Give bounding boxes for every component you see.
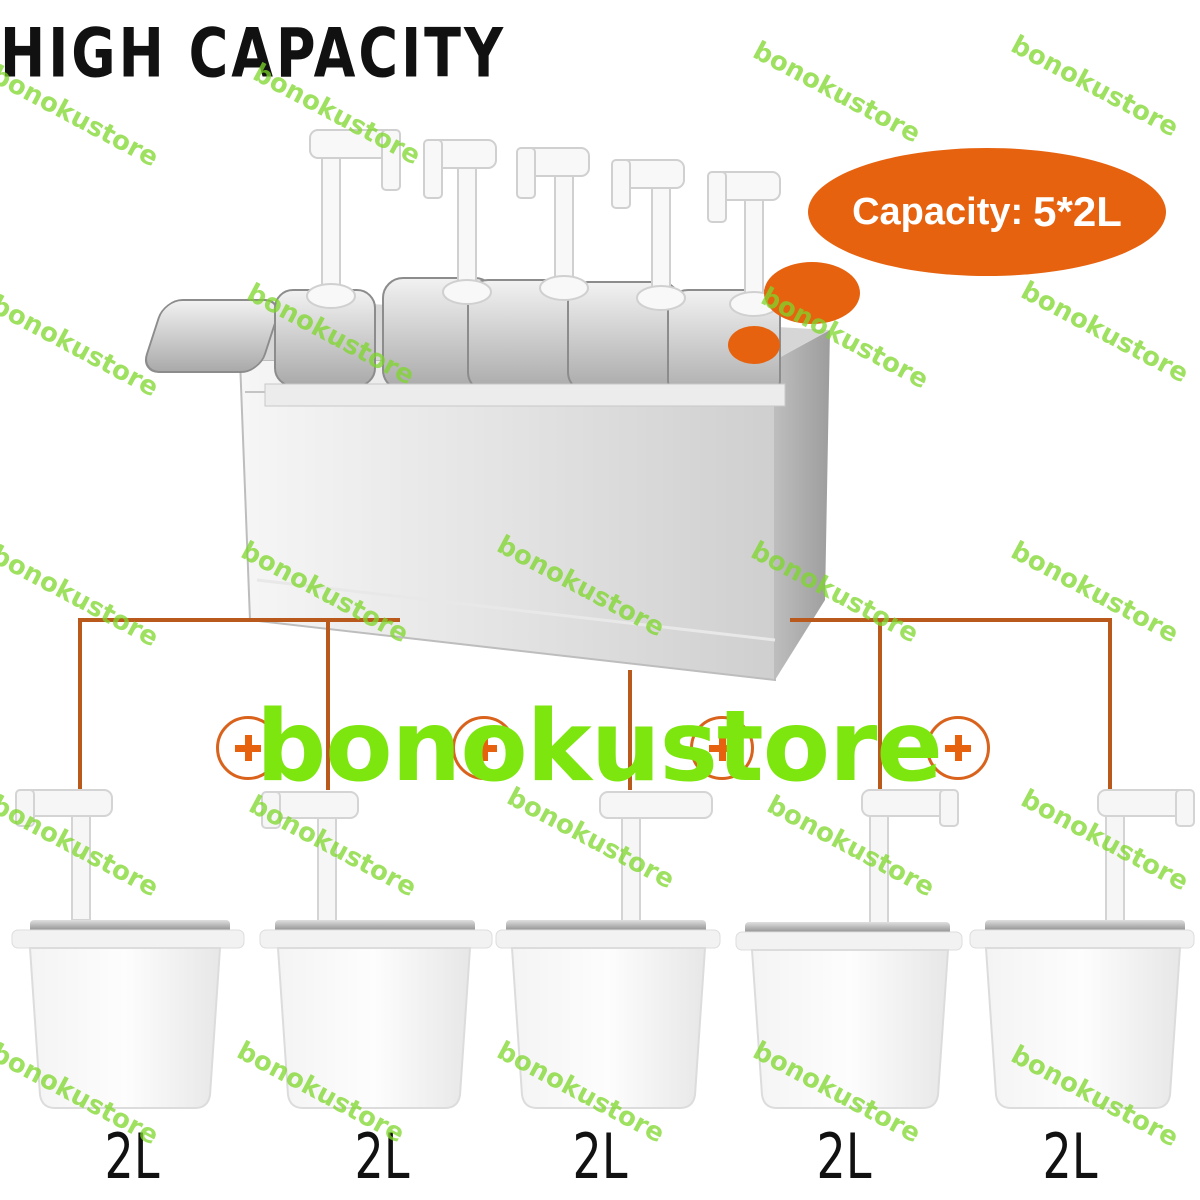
plus-icon	[216, 716, 280, 780]
capacity-badge: Capacity: 5*2L	[808, 148, 1166, 276]
jar-4	[735, 789, 963, 1109]
capacity-badge-label: Capacity:	[852, 190, 1024, 233]
jar-2	[259, 791, 493, 1109]
container-label: 2L	[816, 1120, 872, 1193]
orange-blob-decoration	[764, 262, 860, 324]
container-label: 2L	[1042, 1120, 1098, 1193]
orange-dot-decoration	[728, 326, 780, 364]
plus-icon	[452, 716, 516, 780]
container-jars	[11, 789, 1195, 1109]
jar-5	[969, 789, 1195, 1109]
connector-lines	[78, 618, 1112, 790]
watermark-large: bonokustore	[256, 690, 943, 804]
plus-icon	[690, 716, 754, 780]
jar-1	[11, 789, 245, 1109]
page-heading: HIGH CAPACITY	[0, 14, 507, 93]
station-pumps	[306, 129, 781, 317]
dispenser-lids	[145, 277, 786, 407]
container-label: 2L	[104, 1120, 160, 1193]
dispenser-station	[145, 129, 830, 682]
plus-icon	[926, 716, 990, 780]
jar-3	[495, 791, 721, 1109]
capacity-badge-value: 5*2L	[1033, 188, 1122, 235]
container-label: 2L	[572, 1120, 628, 1193]
container-label: 2L	[354, 1120, 410, 1193]
